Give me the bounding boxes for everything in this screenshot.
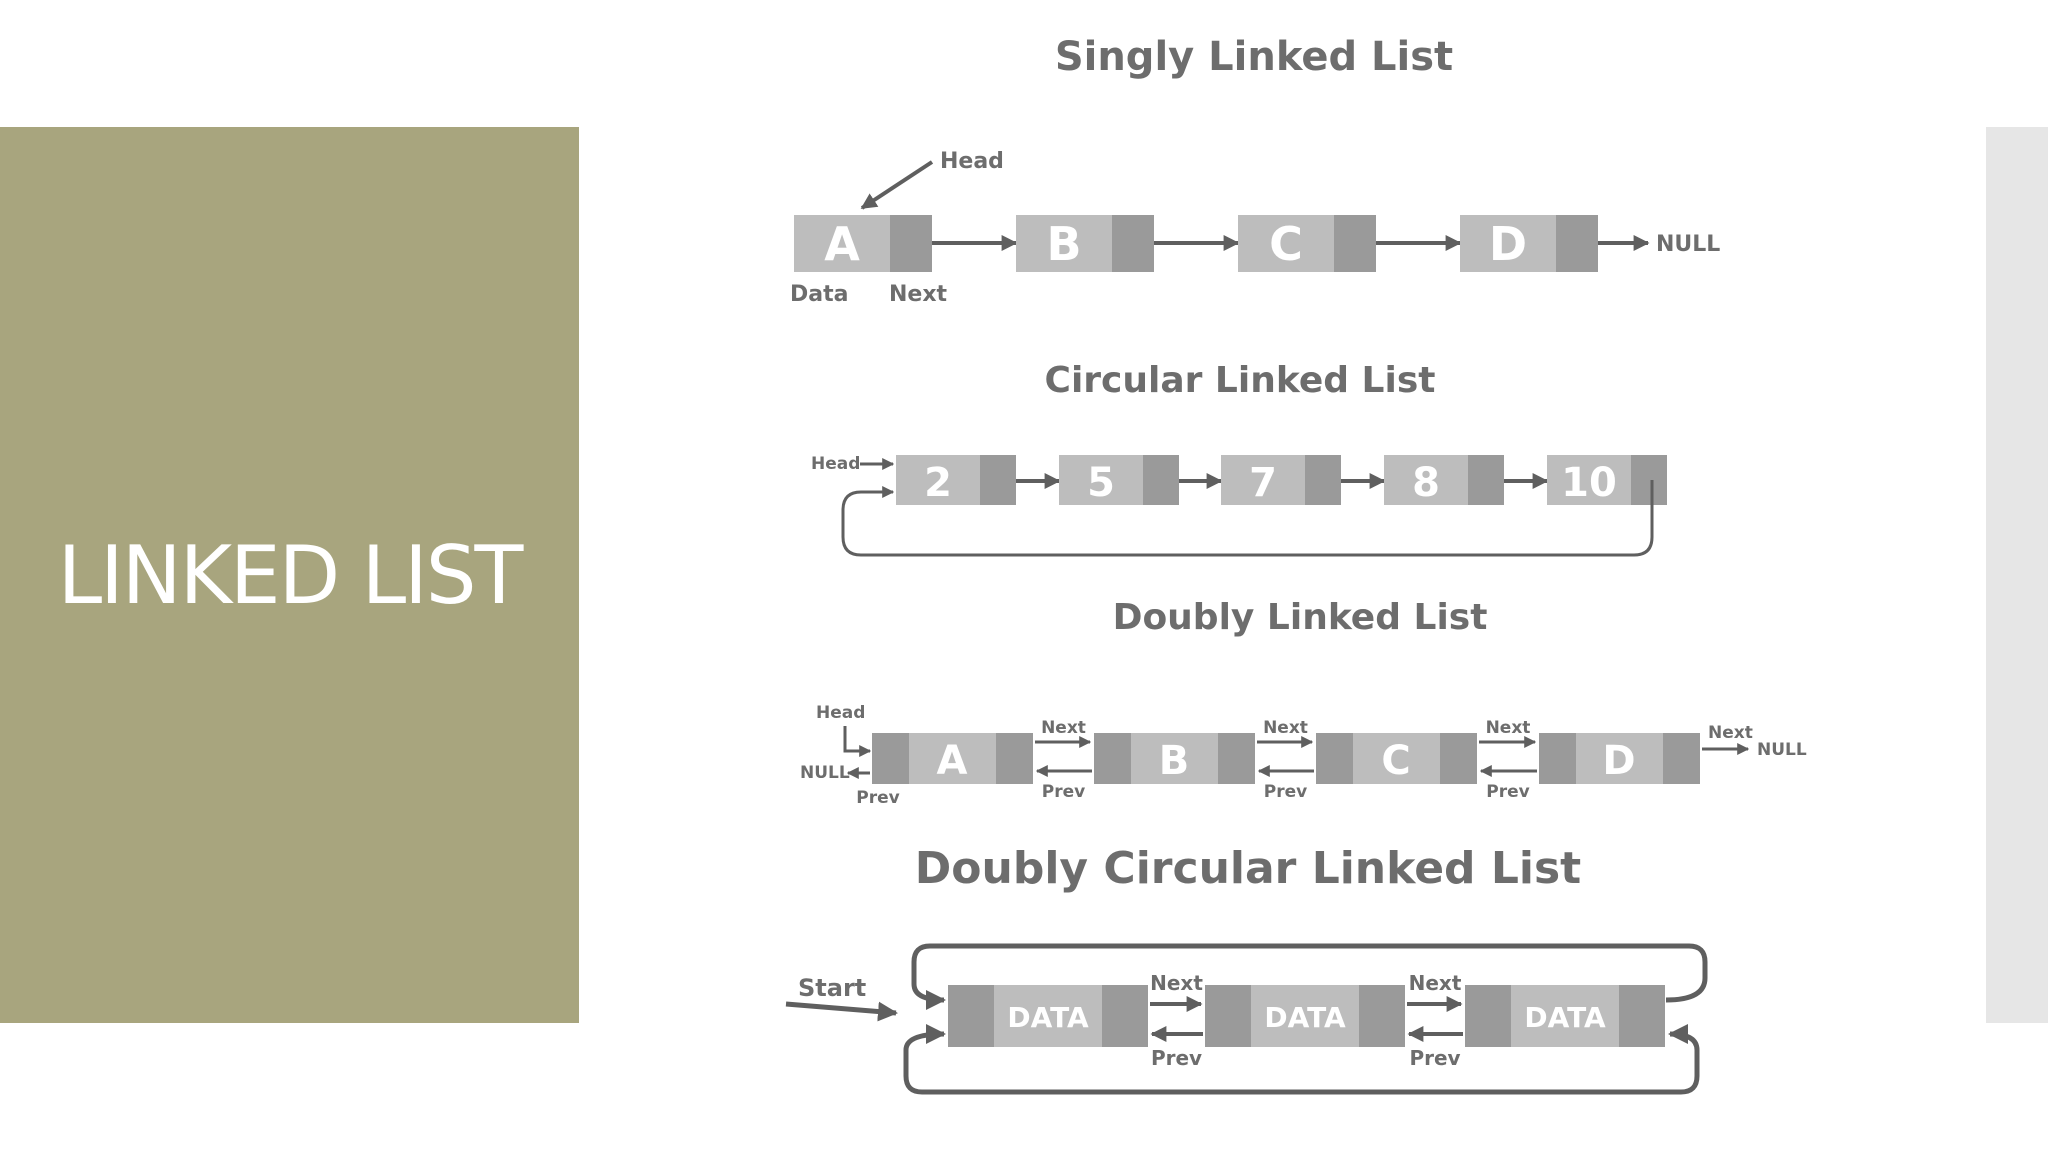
node-data-cell: [1576, 733, 1663, 784]
node-next-cell: [1334, 215, 1376, 272]
node-value: 8: [1412, 460, 1440, 506]
node-next-cell: [1468, 455, 1504, 505]
node-data-cell: [1016, 215, 1112, 272]
node-data-cell: [1384, 455, 1468, 505]
node-value: B: [1046, 217, 1081, 271]
node-prev-cell: [1316, 733, 1353, 784]
prev-label: Prev: [1042, 782, 1085, 802]
next-label: Next: [1041, 718, 1086, 738]
node-data-cell: [1059, 455, 1143, 505]
node-next-cell: [1102, 985, 1148, 1047]
prev-label: Prev: [1486, 782, 1529, 802]
node-data-cell: [1460, 215, 1556, 272]
node-prev-cell: [1094, 733, 1131, 784]
node-value: 2: [924, 460, 952, 506]
node-value: C: [1269, 217, 1303, 271]
head-label: Head: [816, 703, 865, 723]
start-label: Start: [798, 974, 866, 1002]
node-data-cell: [1547, 455, 1631, 505]
top-loop-arrow: [911, 943, 1708, 1010]
node-value: D: [1489, 217, 1527, 271]
node-next-cell: [1440, 733, 1477, 784]
node-next-cell: [980, 455, 1016, 505]
node-value: B: [1159, 738, 1190, 784]
node-prev-cell: [1539, 733, 1576, 784]
node-next-cell: [996, 733, 1033, 784]
next-label: Next: [1486, 718, 1531, 738]
node-data-cell: [909, 733, 996, 784]
right-edge-strip: [1986, 127, 2048, 1023]
node-data-cell: [794, 215, 890, 272]
next-label: Next: [1409, 971, 1462, 995]
next-label: Next: [1708, 723, 1753, 743]
node-value: 5: [1087, 460, 1115, 506]
head-arrow: [860, 160, 934, 210]
section-title-circular: Circular Linked List: [1045, 360, 1436, 401]
null-right-label: NULL: [1757, 740, 1807, 760]
node-next-cell: [1218, 733, 1255, 784]
head-arrow: [843, 726, 872, 757]
bottom-loop-arrow: [903, 1024, 1700, 1095]
prev-label: Prev: [1409, 1046, 1460, 1070]
node-next-cell: [1359, 985, 1405, 1047]
node-next-cell: [1112, 215, 1154, 272]
node-next-cell: [1143, 455, 1179, 505]
node-value: 7: [1249, 460, 1277, 506]
title-panel: [0, 127, 579, 1023]
section-title-doubly: Doubly Linked List: [1113, 597, 1488, 638]
node-value: 10: [1561, 460, 1617, 506]
node-next-cell: [1305, 455, 1341, 505]
data-label: Data: [790, 282, 848, 307]
node-value: C: [1381, 738, 1410, 784]
null-label: NULL: [1656, 232, 1720, 257]
node-value: DATA: [1524, 1001, 1606, 1034]
prev-label: Prev: [1151, 1046, 1202, 1070]
node-value: DATA: [1264, 1001, 1346, 1034]
section-title-singly: Singly Linked List: [1055, 34, 1453, 80]
section-title-doubly-circular: Doubly Circular Linked List: [915, 843, 1581, 894]
node-next-cell: [1663, 733, 1700, 784]
node-prev-cell: [948, 985, 994, 1047]
node-data-cell: [1221, 455, 1305, 505]
start-arrow: [785, 1001, 898, 1022]
next-label: Next: [1263, 718, 1308, 738]
slide-title: LINKED LIST: [57, 528, 524, 622]
loop-back-arrow: [841, 480, 1654, 557]
node-data-cell: [896, 455, 980, 505]
head-label: Head: [811, 454, 860, 474]
node-prev-cell: [872, 733, 909, 784]
node-prev-cell: [1465, 985, 1511, 1047]
prev-label: Prev: [856, 788, 899, 808]
next-label: Next: [889, 282, 948, 307]
node-value: A: [937, 738, 968, 784]
circular-linked-list: Circular Linked List 2 5 7 8 10 Head: [811, 360, 1667, 557]
null-left-label: NULL: [800, 763, 850, 783]
node-next-cell: [1619, 985, 1665, 1047]
node-data-cell: [1131, 733, 1218, 784]
node-prev-cell: [1205, 985, 1251, 1047]
head-label: Head: [940, 149, 1004, 174]
prev-label: Prev: [1264, 782, 1307, 802]
node-next-cell: [890, 215, 932, 272]
node-value: DATA: [1007, 1001, 1089, 1034]
node-next-cell: [1631, 455, 1667, 505]
node-value: D: [1602, 738, 1635, 784]
next-label: Next: [1150, 971, 1203, 995]
node-data-cell: [1353, 733, 1440, 784]
node-data-cell: [1238, 215, 1334, 272]
node-next-cell: [1556, 215, 1598, 272]
node-value: A: [824, 217, 860, 271]
